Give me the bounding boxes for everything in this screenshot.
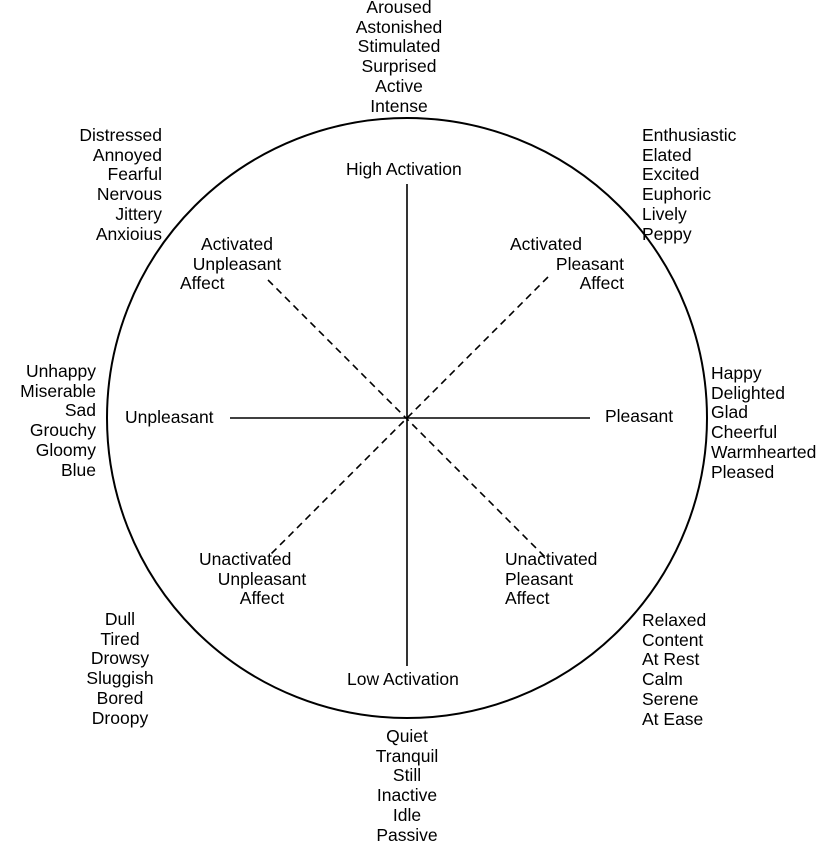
word-group-right: Happy Delighted Glad Cheerful Warmhearte… <box>711 363 817 482</box>
word-group-left: Unhappy Miserable Sad Grouchy Gloomy Blu… <box>20 361 96 480</box>
word-group-bottom-left: Dull Tired Drowsy Sluggish Bored Droopy <box>86 609 154 728</box>
label-high-activation: High Activation <box>346 159 462 179</box>
diagonal-axis-unpleasant-activated-to-pleasant-unactivated <box>267 279 547 559</box>
label-low-activation: Low Activation <box>347 669 459 689</box>
word-group-bottom-right: Relaxed Content At Rest Calm Serene At E… <box>642 610 707 729</box>
word-group-top: Aroused Astonished Stimulated Surprised … <box>355 0 443 116</box>
diagonal-axis-pleasant-activated-to-unpleasant-unactivated <box>267 276 549 558</box>
label-activated-pleasant-affect: Activated Pleasant Affect <box>510 234 624 294</box>
label-unactivated-pleasant-affect: Unactivated Pleasant Affect <box>505 549 598 609</box>
label-unactivated-unpleasant-affect: Unactivated Unpleasant Affect <box>199 549 307 609</box>
word-group-bottom: Quiet Tranquil Still Inactive Idle Passi… <box>375 726 439 845</box>
word-group-top-right: Enthusiastic Elated Excited Euphoric Liv… <box>642 125 737 244</box>
label-unpleasant: Unpleasant <box>125 407 214 427</box>
word-group-top-left: Distressed Annoyed Fearful Nervous Jitte… <box>79 125 162 244</box>
label-activated-unpleasant-affect: Activated Unpleasant Affect <box>180 234 282 294</box>
outer-circle <box>106 117 708 719</box>
label-pleasant: Pleasant <box>605 406 674 426</box>
